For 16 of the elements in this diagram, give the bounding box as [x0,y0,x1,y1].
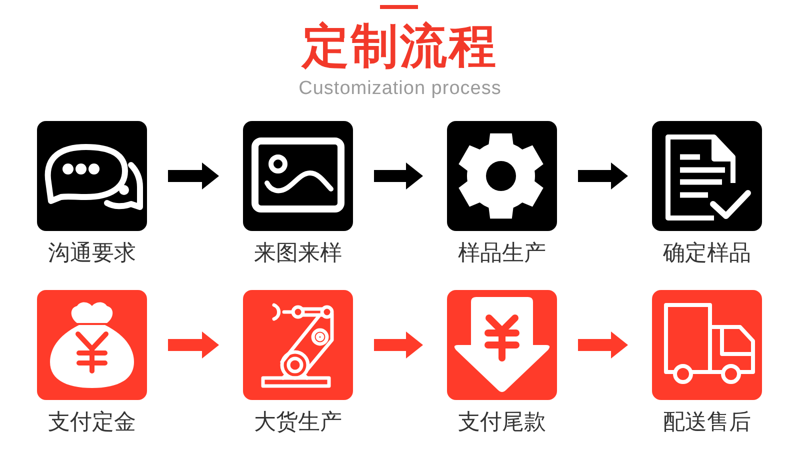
title: 定制流程 [302,22,498,69]
step-label: 支付定金 [48,411,136,433]
subtitle: Customization process [298,79,502,98]
step-label: 大货生产 [254,411,342,433]
step-label: 沟通要求 [48,242,136,264]
step-label: 支付尾款 [458,411,546,433]
arrow [578,332,628,358]
arrow [374,162,423,190]
step-label: 样品生产 [458,242,546,264]
arrow [374,332,423,358]
arrow [168,162,219,190]
arrow [578,162,628,190]
step-label: 来图来样 [254,242,342,264]
step-label: 确定样品 [663,242,751,264]
arrow [168,332,219,358]
step-label: 配送售后 [663,411,751,433]
